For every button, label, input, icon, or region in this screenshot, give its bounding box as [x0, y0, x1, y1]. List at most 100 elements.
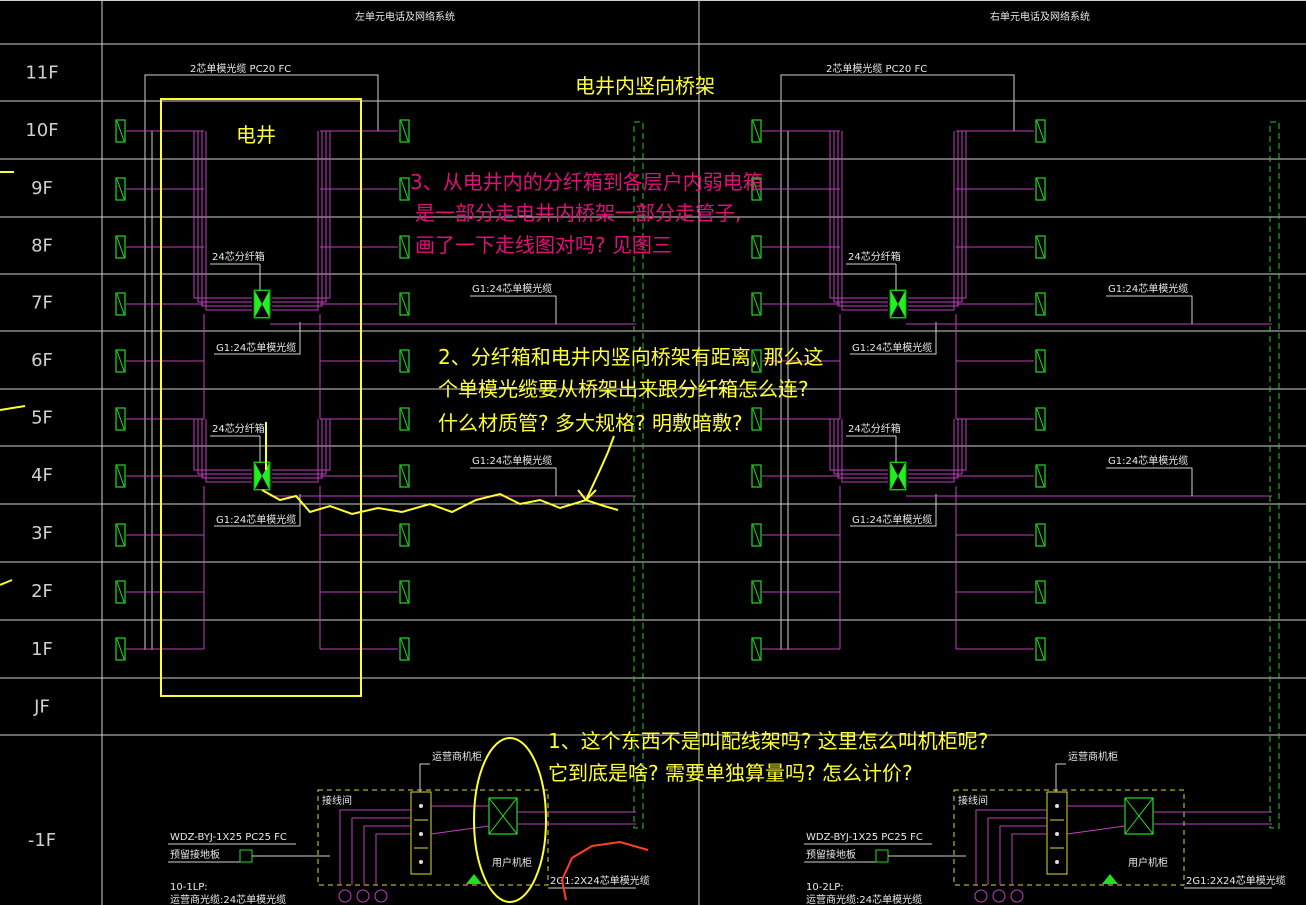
- shaft-highlight: [160, 98, 362, 697]
- ground-box-label: 预留接地板: [170, 848, 220, 861]
- right-floor-box: [1035, 235, 1046, 259]
- box-slash: [1036, 465, 1045, 487]
- cabinet-wire: [339, 809, 411, 885]
- right-floor-box: [1035, 349, 1046, 373]
- left-floor-box: [115, 177, 126, 201]
- fiber-fanout-right: [908, 419, 955, 483]
- fiber-fanout-left: [197, 419, 252, 475]
- box-slash: [400, 236, 409, 258]
- cabinet-wire: [975, 809, 1047, 885]
- box-slash: [1036, 293, 1045, 315]
- label-leader: [1106, 295, 1193, 324]
- system-drawing: 2芯单模光缆 PC20 FC 24芯分纤箱 G1:24芯单模光缆 G1:24芯单模光缆…: [115, 62, 1286, 905]
- cabinet-wire: [363, 825, 411, 885]
- splitter-mark: [255, 291, 269, 304]
- fiber-fanout-right: [908, 131, 963, 303]
- port-dot: [419, 832, 423, 836]
- right-floor-box: [1035, 580, 1046, 604]
- floor-label: 3F: [31, 523, 53, 544]
- port-dot: [1055, 832, 1059, 836]
- carrier-cabinet-label: 运营商机柜: [1068, 750, 1118, 763]
- splitter-label: 24芯分纤箱: [848, 250, 901, 263]
- box-slash: [752, 178, 761, 200]
- ground-box: [875, 849, 889, 863]
- left-floor-box: [751, 349, 762, 373]
- g1-cable-label-right: G1:24芯单模光缆: [472, 454, 552, 467]
- left-floor-box: [115, 580, 126, 604]
- fiber-fanout-left: [201, 419, 252, 479]
- left-floor-box: [115, 349, 126, 373]
- question-3-line-3: 画了一下走线图对吗? 见图三: [415, 233, 672, 257]
- top-cable-label: 2芯单模光缆 PC20 FC: [190, 62, 291, 75]
- box-slash: [400, 350, 409, 372]
- box-slash: [752, 350, 761, 372]
- left-floor-box: [751, 119, 762, 143]
- g1-cable-label-right: G1:24芯单模光缆: [1108, 282, 1188, 295]
- box-slash: [752, 408, 761, 430]
- g1-cable-label: G1:24芯单模光缆: [852, 341, 932, 354]
- splitter-label: 24芯分纤箱: [212, 422, 265, 435]
- hand-annotations: [261, 422, 649, 903]
- right-floor-box: [399, 119, 410, 143]
- fiber-fanout-left: [197, 131, 252, 303]
- port-dot: [419, 860, 423, 864]
- splitter-mark: [891, 463, 905, 476]
- box-slash: [400, 120, 409, 142]
- shaft-label: 电井: [236, 123, 276, 147]
- fiber-fanout-left: [833, 419, 888, 475]
- fiber-fanout-right: [272, 131, 319, 311]
- floor-label: 1F: [31, 639, 53, 660]
- fiber-fanout-right: [272, 131, 323, 307]
- question-2-line-1: 2、分纤箱和电井内竖向桥架有距离, 那么这: [438, 345, 823, 369]
- fiber-fanout-right: [272, 419, 327, 475]
- right-floor-box: [399, 292, 410, 316]
- box-slash: [116, 178, 125, 200]
- label-leader: [214, 494, 301, 527]
- floor-label: 2F: [31, 581, 53, 602]
- cabinet-wire: [351, 817, 411, 885]
- floor-label: -1F: [28, 830, 56, 851]
- left-floor-box: [115, 637, 126, 661]
- box-slash: [116, 293, 125, 315]
- right-floor-box: [399, 523, 410, 547]
- fiber-fanout-right: [908, 131, 955, 311]
- lp-sub-label: 运营商光缆:24芯单模光缆: [170, 893, 286, 905]
- fiber-fanout-left: [829, 131, 888, 299]
- fiber-fanout-left: [833, 131, 888, 303]
- port-dot: [419, 804, 423, 808]
- bottom-cable-label: 2G1:2X24芯单模光缆: [1186, 874, 1286, 887]
- g1-cable-label-right: G1:24芯单模光缆: [1108, 454, 1188, 467]
- conduit-circle: [992, 889, 1006, 903]
- top-cable-run: [780, 74, 1015, 650]
- conduit-circle: [374, 889, 388, 903]
- carrier-cabinet: [1046, 791, 1068, 875]
- left-system-title: 左单元电话及网络系统: [355, 10, 455, 23]
- question-1-line-2: 它到底是啥? 需要单独算量吗? 怎么计价?: [548, 761, 913, 785]
- splitter-label: 24芯分纤箱: [848, 422, 901, 435]
- fiber-fanout-right: [908, 131, 959, 307]
- floor-label: 4F: [31, 465, 53, 486]
- left-floor-box: [115, 464, 126, 488]
- label-leader: [850, 322, 937, 355]
- fiber-fanout-left: [837, 131, 888, 307]
- box-slash: [116, 465, 125, 487]
- right-floor-box: [1035, 292, 1046, 316]
- box-slash: [1036, 581, 1045, 603]
- user-cabinet-mark: [488, 797, 518, 835]
- fiber-fanout-right: [272, 131, 331, 299]
- patch-room-label: 接线间: [958, 794, 988, 807]
- box-slash: [400, 178, 409, 200]
- vertical-cable-tray: [1269, 121, 1280, 829]
- cabinet-wire: [999, 825, 1047, 885]
- cabinet-link: [1066, 825, 1126, 835]
- ground-symbol: [466, 874, 482, 884]
- fiber-fanout-left: [205, 419, 252, 483]
- carrier-cabinet-label: 运营商机柜: [432, 750, 482, 763]
- fiber-fanout-left: [193, 131, 252, 299]
- fiber-fanout-right: [272, 419, 323, 479]
- left-floor-box: [751, 523, 762, 547]
- fiber-fanout-left: [201, 131, 252, 307]
- g1-cable-label: G1:24芯单模光缆: [216, 341, 296, 354]
- right-floor-box: [399, 235, 410, 259]
- right-floor-box: [1035, 523, 1046, 547]
